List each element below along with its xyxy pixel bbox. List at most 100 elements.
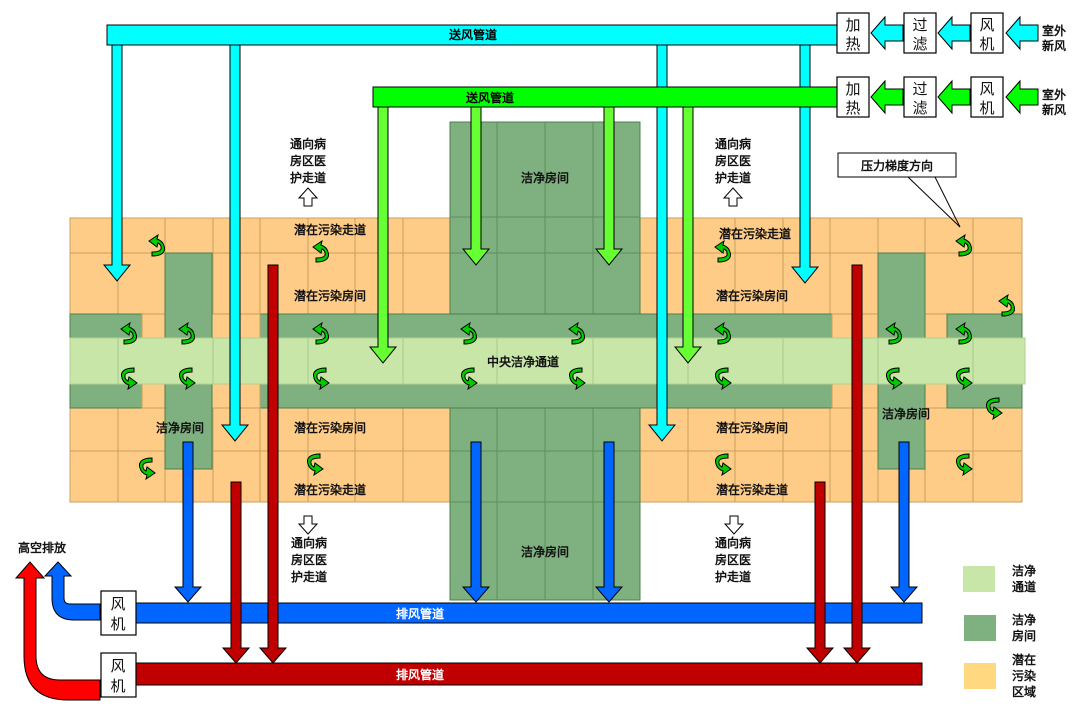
heater-label-2: 热 — [845, 99, 860, 117]
contaminated-corridor-label-br: 潜在污染走道 — [716, 482, 788, 497]
flow-arrow-icon — [937, 15, 971, 51]
contaminated-corridor-label-tr: 潜在污染走道 — [719, 226, 791, 241]
contaminated-corridor-label-bl: 潜在污染走道 — [294, 482, 366, 497]
legend-item-contaminated-zone: 潜在 污染 区域 — [964, 652, 1037, 699]
pressure-gradient-arrow-icon — [998, 293, 1015, 317]
supply-branch-green-4 — [673, 106, 703, 364]
ward-exit-label-2: 房区医 — [291, 552, 327, 567]
supply-branch-cyan-1 — [102, 44, 132, 282]
legend-swatch — [963, 566, 995, 592]
contaminated-corridor-label-tl: 潜在污染走道 — [294, 222, 366, 237]
pressure-gradient-arrow-icon — [955, 321, 972, 345]
ward-exit-label-3: 护走道 — [715, 170, 751, 185]
contaminated-room-label-tr: 潜在污染房间 — [716, 288, 788, 303]
contaminated-room-label-br: 潜在污染房间 — [716, 420, 788, 435]
supply-branch-green-3 — [594, 106, 624, 266]
exhaust-fan-blue[interactable]: 风 机 — [100, 590, 137, 636]
pressure-gradient-arrow-icon — [312, 239, 329, 263]
exhaust-fan-label-2: 机 — [110, 677, 125, 695]
exhaust-branch-red-2 — [258, 264, 288, 664]
pressure-gradient-arrow-icon — [885, 321, 902, 345]
supply-branch-green-2 — [461, 106, 491, 266]
flow-arrow-icon — [937, 79, 971, 115]
legend-item-clean-room: 洁净 房间 — [964, 612, 1036, 643]
fan-unit-green[interactable]: 风 机 — [970, 76, 1004, 118]
ward-exit-label-1: 通向病 — [715, 535, 751, 550]
heater-label-1: 加 — [845, 16, 860, 34]
legend-label: 区域 — [1012, 684, 1036, 699]
pressure-gradient-arrow-icon — [568, 321, 585, 345]
exhaust-branch-blue-1 — [173, 441, 203, 603]
legend-label: 污染 — [1012, 668, 1037, 683]
pressure-gradient-arrow-icon — [714, 321, 731, 345]
exhaust-duct-blue-label: 排风管道 — [396, 606, 444, 621]
pressure-gradient-arrow-icon — [569, 367, 586, 391]
exhaust-duct-blue — [135, 602, 923, 624]
arrow-down-icon — [723, 515, 745, 535]
legend: 洁净 通道 洁净 房间 潜在 污染 区域 — [963, 563, 1037, 699]
pressure-gradient-arrow-icon — [139, 457, 156, 481]
filter-unit-green[interactable]: 过 滤 — [903, 76, 937, 118]
pressure-gradient-callout: 压力梯度方向 — [837, 152, 961, 228]
pressure-gradient-arrow-icon — [179, 367, 196, 391]
supply-duct-cyan-label: 送风管道 — [448, 27, 497, 42]
ward-exit-label-3: 护走道 — [291, 569, 327, 584]
heater-unit-green[interactable]: 加 热 — [836, 76, 870, 118]
supply-system-green: 送风管道 — [368, 86, 841, 364]
supply-branch-green-1 — [368, 106, 398, 364]
pressure-gradient-arrow-icon — [955, 233, 972, 257]
clean-room-label-top: 洁净房间 — [521, 170, 569, 185]
ward-exit-label-1: 通向病 — [715, 136, 751, 151]
ward-exit-label-2: 房区医 — [715, 153, 751, 168]
legend-label: 潜在 — [1012, 652, 1036, 667]
heater-label-1: 加 — [845, 80, 860, 98]
clean-room-label-left: 洁净房间 — [156, 420, 204, 435]
exhaust-branch-red-4 — [842, 264, 872, 664]
pressure-gradient-arrow-icon — [715, 453, 732, 477]
pressure-gradient-arrow-icon — [148, 233, 165, 257]
exhaust-branch-blue-3 — [594, 441, 624, 603]
fan-label-1: 风 — [979, 16, 994, 34]
zone-labels: 洁净房间 洁净房间 洁净房间 洁净房间 中央洁净通道 潜在污染走道 潜在污染房间… — [156, 170, 930, 559]
pressure-gradient-arrow-icon — [120, 321, 137, 345]
pressure-gradient-arrow-icon — [460, 321, 477, 345]
exhaust-outlet-blue — [43, 561, 101, 621]
exhaust-duct-red-label: 排风管道 — [396, 667, 444, 682]
legend-item-clean-corridor: 洁净 通道 — [963, 563, 1036, 594]
flow-arrow-icon — [1005, 15, 1039, 51]
exhaust-fan-label-2: 机 — [110, 615, 125, 633]
pressure-gradient-arrow-icon — [312, 321, 329, 345]
heater-unit-cyan[interactable]: 加 热 — [836, 12, 870, 54]
supply-system-cyan: 送风管道 — [102, 24, 841, 442]
central-clean-corridor — [69, 337, 1026, 385]
corridor-grid — [117, 338, 974, 384]
pressure-gradient-arrow-icon — [313, 367, 330, 391]
supply-branch-cyan-4 — [790, 44, 820, 284]
flow-arrow-icon — [870, 15, 904, 51]
legend-swatch — [964, 615, 996, 641]
pressure-gradient-arrow-icon — [178, 321, 195, 345]
high-altitude-discharge-label: 高空排放 — [18, 540, 67, 555]
exhaust-fan-red[interactable]: 风 机 — [100, 652, 137, 698]
supply-chain-green: 加 热 过 滤 风 机 室外 新风 — [836, 76, 1066, 118]
pressure-gradient-arrow-icon — [886, 367, 903, 391]
ward-exit-top-right: 通向病 房区医 护走道 — [715, 136, 751, 207]
pressure-gradient-arrow-icon — [461, 367, 478, 391]
arrow-up-icon — [297, 187, 319, 207]
ward-exit-bottom-right: 通向病 房区医 护走道 — [715, 515, 751, 584]
arrow-down-icon — [297, 515, 319, 535]
filter-label-2: 滤 — [912, 35, 927, 53]
exhaust-outlet-red — [14, 561, 101, 701]
flow-arrow-icon — [1005, 79, 1039, 115]
legend-label: 洁净 — [1012, 612, 1036, 627]
ward-exit-label-1: 通向病 — [290, 136, 326, 151]
arrow-up-icon — [722, 187, 744, 207]
ward-exit-label-1: 通向病 — [291, 535, 327, 550]
filter-label-1: 过 — [912, 80, 927, 98]
pressure-gradient-arrow-icon — [715, 367, 732, 391]
fan-unit-cyan[interactable]: 风 机 — [970, 12, 1004, 54]
exhaust-branch-blue-2 — [461, 441, 491, 603]
exhaust-branch-blue-4 — [889, 441, 919, 603]
pressure-gradient-arrow-icon — [714, 239, 731, 263]
filter-unit-cyan[interactable]: 过 滤 — [903, 12, 937, 54]
